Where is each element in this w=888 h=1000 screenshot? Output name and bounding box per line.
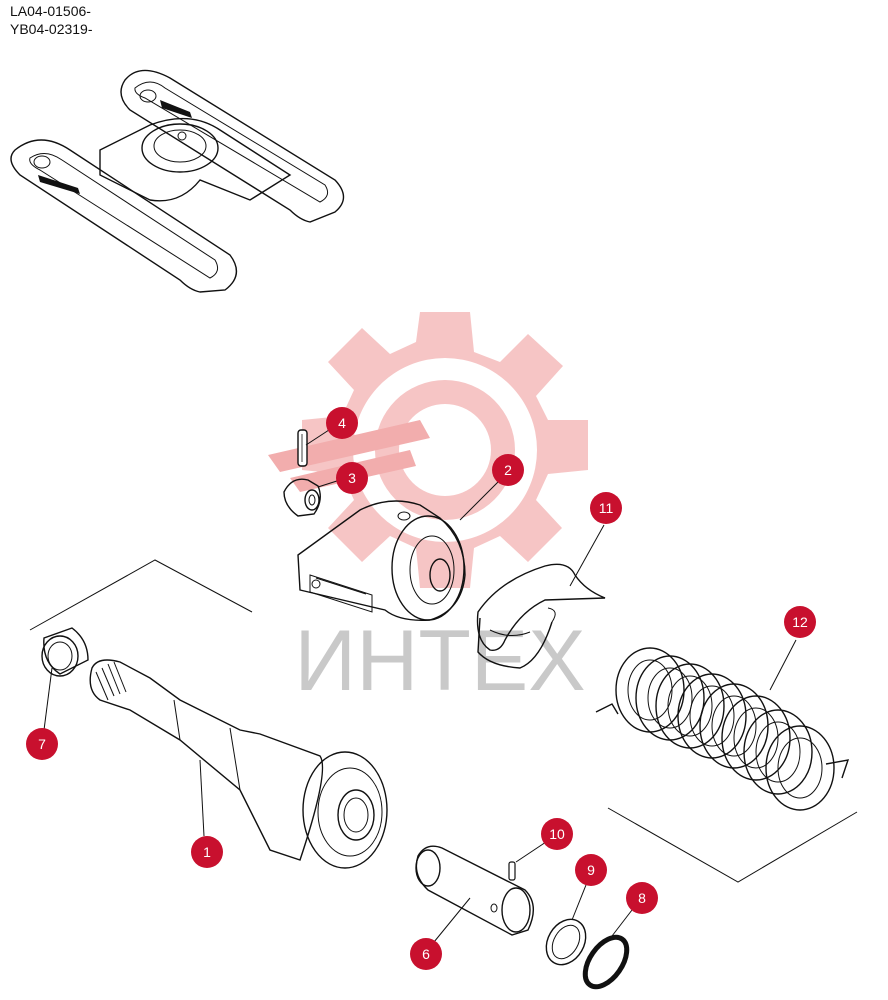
part-8-o-ring	[582, 934, 630, 990]
callout-badge[interactable]: 12	[784, 606, 816, 638]
part-7-bushing	[41, 627, 89, 677]
part-10-spring-pin	[508, 861, 516, 881]
part-3-nut	[283, 478, 321, 517]
callout-label: 9	[587, 862, 595, 878]
callout-label: 11	[599, 500, 614, 516]
track-frame-thumbnail-icon	[10, 69, 345, 293]
part-6-pin	[415, 845, 534, 936]
part-12-spring	[595, 647, 850, 811]
serial-range-1: LA04-01506-	[10, 3, 91, 19]
part-4-pin	[297, 429, 308, 467]
assembly-lines	[29, 559, 858, 883]
serial-header: LA04-01506- YB04-02319-	[10, 2, 93, 38]
callout-badge[interactable]: 1	[191, 836, 223, 868]
callout-badge[interactable]: 3	[336, 462, 368, 494]
gear-watermark-icon	[268, 312, 588, 588]
callout-label: 4	[338, 415, 346, 431]
callout-badge[interactable]: 11	[590, 492, 622, 524]
callout-badge[interactable]: 7	[26, 728, 58, 760]
leader-lines	[43, 427, 797, 943]
serial-range-2: YB04-02319-	[10, 21, 93, 37]
callout-label: 6	[422, 946, 430, 962]
callout-badge[interactable]: 8	[626, 882, 658, 914]
part-1-shaft	[89, 659, 388, 869]
callout-badge[interactable]: 10	[541, 818, 573, 850]
callout-badge[interactable]: 9	[575, 854, 607, 886]
callout-label: 1	[203, 844, 211, 860]
part-2-bracket	[297, 500, 466, 621]
callout-badge[interactable]: 6	[410, 938, 442, 970]
callout-label: 8	[638, 890, 646, 906]
callout-label: 10	[549, 826, 565, 842]
callout-label: 3	[348, 470, 356, 486]
callout-badge[interactable]: 2	[492, 454, 524, 486]
callout-label: 2	[504, 462, 512, 478]
watermark-text: ИНТЕХ	[294, 613, 585, 709]
callout-badges: 1 2 3 4 6 7 8 9	[26, 407, 816, 970]
callout-badge[interactable]: 4	[326, 407, 358, 439]
callout-label: 12	[792, 614, 808, 630]
callout-label: 7	[38, 736, 46, 752]
part-9-ring	[545, 918, 587, 966]
part-11-plate	[476, 563, 606, 669]
